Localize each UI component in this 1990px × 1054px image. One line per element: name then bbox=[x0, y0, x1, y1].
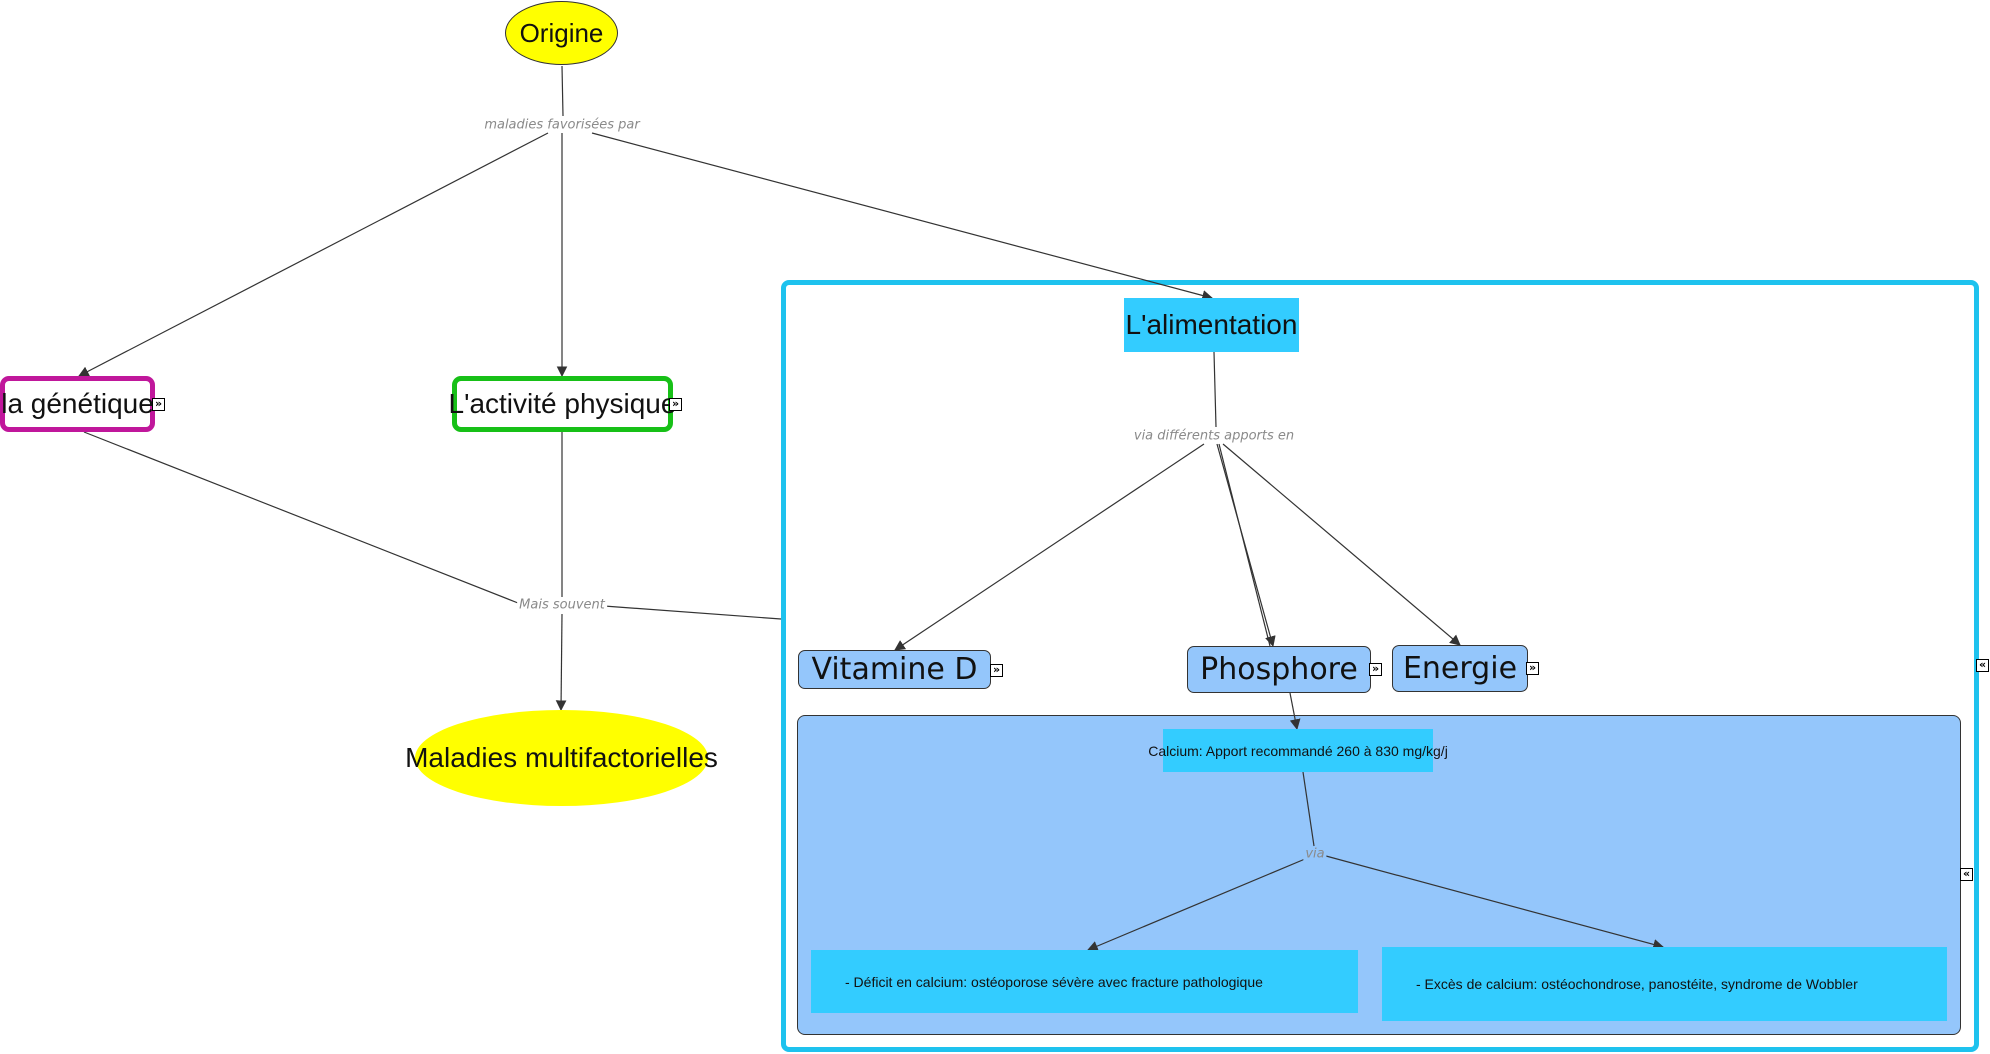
edge-via-to-exces bbox=[1325, 855, 1665, 950]
edge-phosphore-to-calcium bbox=[1289, 692, 1301, 731]
link-label-mais-souvent[interactable]: Mais souvent bbox=[517, 597, 607, 613]
node-activite-label: L'activité physique bbox=[448, 388, 677, 419]
node-origine-label: Origine bbox=[519, 17, 604, 48]
node-maladies-multifactorielles[interactable]: Maladies multifactorielles bbox=[405, 710, 718, 806]
edge-to-energie bbox=[1222, 443, 1461, 646]
node-genetique-label: la génétique bbox=[1, 388, 154, 419]
edge-mais-to-maladies bbox=[555, 613, 567, 712]
edge-genetique-to-mais bbox=[83, 431, 519, 604]
edge-to-vitamine-d bbox=[894, 443, 1205, 651]
node-exces-label: - Excès de calcium: ostéochondrose, pano… bbox=[1416, 976, 1858, 992]
node-vitamine-d[interactable]: Vitamine D bbox=[798, 650, 991, 689]
node-calcium-label: Calcium: Apport recommandé 260 à 830 mg/… bbox=[1148, 742, 1448, 759]
edge-to-genetique bbox=[78, 132, 549, 377]
expand-energie-icon[interactable]: » bbox=[1526, 662, 1539, 675]
edge-origine-to-label bbox=[561, 65, 564, 117]
edge-calcium-to-via bbox=[1302, 771, 1315, 847]
node-alimentation[interactable]: L'alimentation bbox=[1124, 298, 1299, 352]
expand-activite-icon[interactable]: » bbox=[669, 398, 682, 411]
node-genetique[interactable]: la génétique bbox=[0, 376, 155, 432]
edge-alimentation-to-label bbox=[1213, 351, 1217, 428]
expand-phosphore-icon[interactable]: » bbox=[1369, 663, 1382, 676]
expand-vitamine-d-icon[interactable]: » bbox=[990, 664, 1003, 677]
node-activite-physique[interactable]: L'activité physique bbox=[449, 376, 676, 432]
node-maladies-label: Maladies multifactorielles bbox=[405, 742, 718, 773]
node-deficit-label: - Déficit en calcium: ostéoporose sévère… bbox=[845, 973, 1263, 990]
node-alimentation-label: L'alimentation bbox=[1125, 309, 1298, 340]
node-energie-label: Energie bbox=[1402, 651, 1518, 686]
collapse-phosphore-panel-icon[interactable]: « bbox=[1960, 868, 1973, 881]
node-origine[interactable]: Origine bbox=[505, 1, 618, 65]
node-calcium[interactable]: Calcium: Apport recommandé 260 à 830 mg/… bbox=[1148, 729, 1448, 772]
node-phosphore-label: Phosphore bbox=[1200, 652, 1358, 687]
edge-frame-to-mais bbox=[603, 605, 782, 620]
link-label-via[interactable]: via bbox=[1303, 846, 1327, 862]
edge-to-alimentation bbox=[591, 132, 1214, 301]
node-vitamine-d-label: Vitamine D bbox=[811, 652, 978, 687]
node-phosphore[interactable]: Phosphore bbox=[1187, 646, 1371, 693]
node-energie[interactable]: Energie bbox=[1392, 645, 1528, 692]
edge-to-phosphore-2 bbox=[1218, 443, 1271, 647]
link-label-maladies-favorisees[interactable]: maladies favorisées par bbox=[482, 117, 642, 133]
edge-via-to-deficit bbox=[1087, 858, 1306, 952]
expand-genetique-icon[interactable]: » bbox=[152, 398, 165, 411]
node-deficit-calcium[interactable]: - Déficit en calcium: ostéoporose sévère… bbox=[811, 950, 1358, 1013]
link-label-via-apports[interactable]: via différents apports en bbox=[1131, 428, 1297, 444]
node-exces-calcium[interactable]: - Excès de calcium: ostéochondrose, pano… bbox=[1382, 947, 1947, 1021]
collapse-alimentation-frame-icon[interactable]: « bbox=[1976, 659, 1989, 672]
